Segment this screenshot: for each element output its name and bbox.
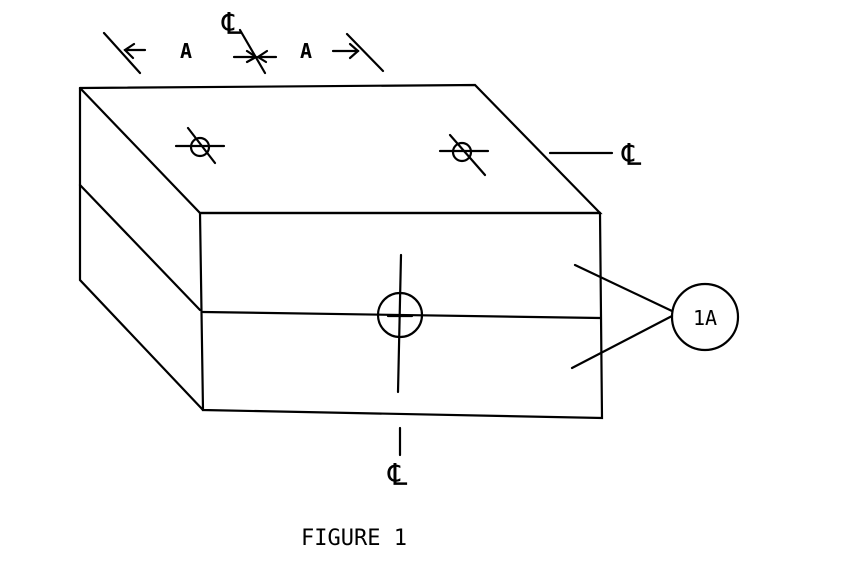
reference-label: 1A <box>693 306 717 330</box>
block-outline <box>78 83 604 420</box>
centerline-right-label: ℄ <box>621 138 642 173</box>
centerline-bottom-label: ℄ <box>387 458 408 493</box>
reference-callout <box>570 263 740 370</box>
front-hole-marker <box>376 253 424 394</box>
dimension-label-right: A <box>300 39 312 63</box>
front-face <box>198 211 604 420</box>
left-face <box>78 86 205 412</box>
top-hole-marker-left <box>174 126 226 165</box>
dimension-label-left: A <box>180 39 192 63</box>
top-face <box>78 83 603 215</box>
top-hole-marker-right <box>438 133 490 177</box>
figure-caption: FIGURE 1 <box>301 526 407 551</box>
dimension-lines <box>102 28 385 75</box>
left-layer-seam <box>78 183 202 312</box>
centerline-top-label: ℄ <box>221 7 242 42</box>
